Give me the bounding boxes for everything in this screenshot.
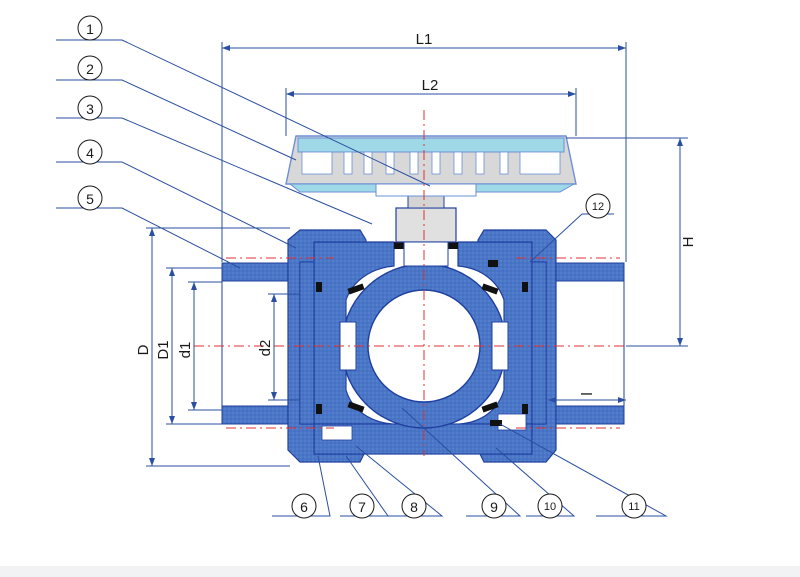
callout-7: 7 — [349, 493, 375, 519]
dim-d1-label: d1 — [177, 342, 194, 359]
callout-leaders — [56, 39, 668, 517]
callout-6-number: 6 — [300, 499, 308, 515]
right-pipe-stub — [547, 262, 625, 425]
callout-6: 6 — [291, 493, 317, 519]
callout-3-number: 3 — [86, 101, 94, 117]
valve-body — [313, 241, 533, 455]
callout-12-number: 12 — [592, 201, 604, 213]
callout-9-number: 9 — [490, 499, 498, 515]
callout-5-number: 5 — [86, 191, 94, 207]
callout-9: 9 — [481, 493, 507, 519]
dimension-lines — [146, 42, 688, 467]
callout-3: 3 — [77, 95, 103, 121]
dim-L2-label: L2 — [422, 77, 439, 94]
dim-d2-label: d2 — [257, 340, 274, 357]
dimension-arrows — [149, 45, 683, 466]
callout-2-number: 2 — [86, 61, 94, 77]
callout-10-number: 10 — [544, 501, 556, 513]
callout-8: 8 — [401, 493, 427, 519]
callout-4: 4 — [77, 139, 103, 165]
callout-2: 2 — [77, 55, 103, 81]
centerlines — [194, 110, 656, 456]
callout-11-number: 11 — [628, 501, 639, 513]
callout-1: 1 — [77, 15, 103, 41]
handle — [285, 135, 577, 197]
dim-L1-label: L1 — [416, 31, 433, 48]
dim-D1-label: D1 — [155, 340, 172, 359]
bottom-strip — [0, 566, 800, 577]
callout-4-number: 4 — [86, 145, 94, 161]
dim-l-label: l — [579, 392, 596, 395]
callout-10: 10 — [537, 493, 563, 519]
dim-D-label: D — [135, 344, 152, 355]
callout-8-number: 8 — [410, 499, 418, 515]
callout-11: 11 — [621, 493, 647, 519]
callout-7-number: 7 — [358, 499, 366, 515]
dim-H-label: H — [680, 237, 697, 248]
callout-12: 12 — [585, 193, 611, 219]
callout-1-number: 1 — [86, 21, 94, 37]
seat-seals — [316, 242, 528, 426]
callout-5: 5 — [77, 185, 103, 211]
